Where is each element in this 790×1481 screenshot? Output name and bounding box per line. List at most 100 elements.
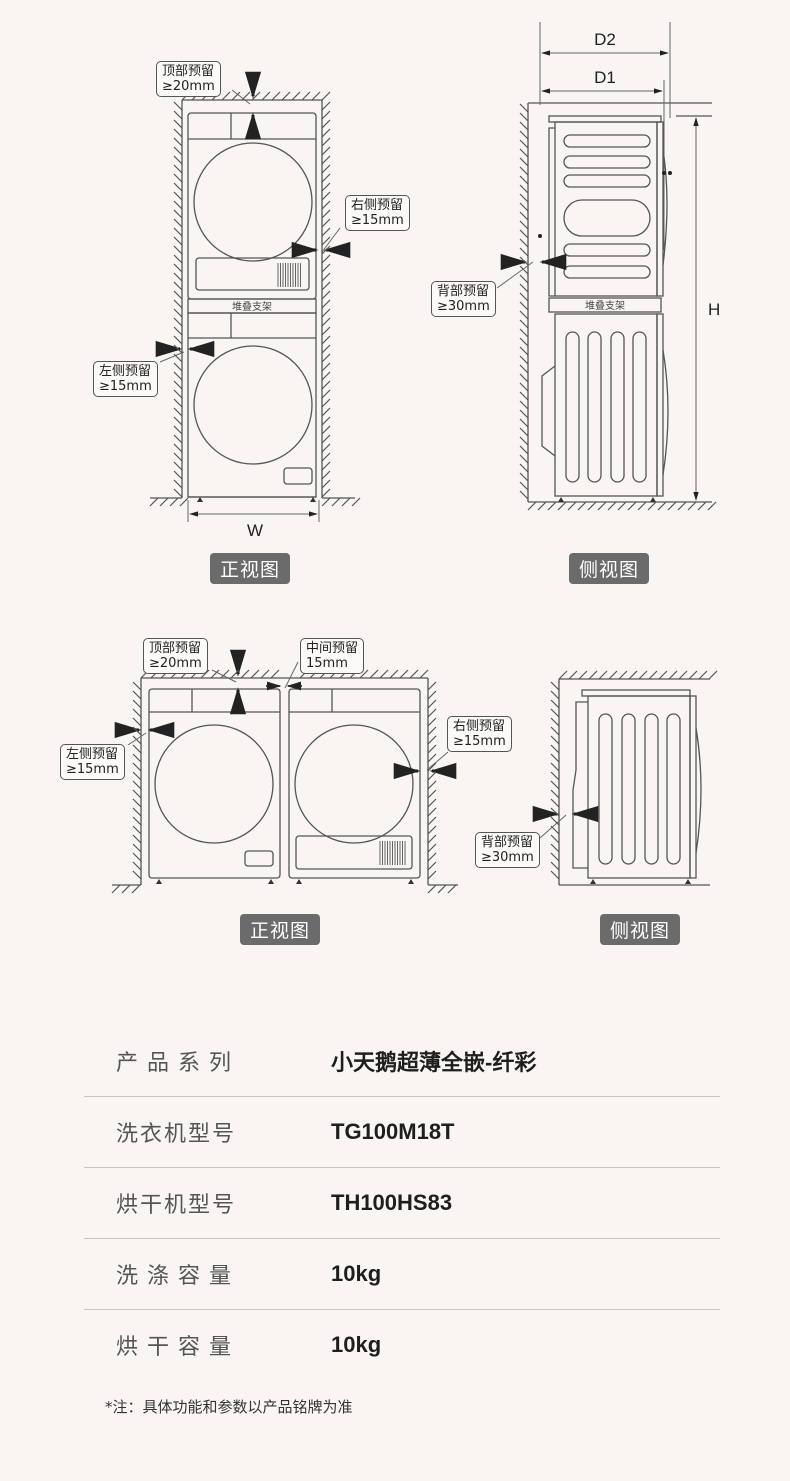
hatch-line [321,416,331,426]
hatch-line [519,355,529,365]
hatch-line [427,870,437,880]
hatch-line [132,681,142,691]
hatch-line [221,91,231,101]
hatch-line [331,497,341,507]
hatch-line [173,101,183,111]
hatch-line [132,726,142,736]
hatch-line [550,780,560,790]
hatch-line [149,497,159,507]
callout-title: 左侧预留 [66,747,119,762]
hatch-line [173,200,183,210]
hatch-line [159,497,169,507]
hatch-line [132,753,142,763]
hatch-line [321,263,331,273]
hatch-line [321,317,331,327]
hatch-line [519,274,529,284]
hatch-line [519,409,529,419]
hatch-line [667,501,677,511]
hatch-line [271,91,281,101]
hatch-line [321,128,331,138]
hatch-line [587,501,597,511]
hatch-line [519,193,529,203]
hatch-line [608,670,618,680]
hatch-line [321,227,331,237]
hatch-line [321,326,331,336]
hatch-line [173,434,183,444]
hatch-line [598,670,608,680]
hatch-line [321,470,331,480]
hatch-line [131,884,141,894]
callout-title: 中间预留 [306,641,359,656]
hatch-line [550,852,560,862]
hatch-line [173,164,183,174]
hatch-line [321,182,331,192]
hatch-line [519,130,529,140]
hatch-line [132,798,142,808]
hatch-line [519,256,529,266]
back-clearance-callout: 背部预留 ≥30mm [431,281,496,317]
depth-d1-label: D1 [594,68,616,87]
hatch-line [173,191,183,201]
hatch-line [607,501,617,511]
hatch-line [597,501,607,511]
top-clearance-callout-2: 顶部预留 ≥20mm [143,638,208,674]
hatch-line [321,371,331,381]
back-clearance-callout-2: 背部预留 ≥30mm [475,832,540,868]
hatch-line [519,481,529,491]
hatch-line [519,346,529,356]
clearance-arrows [155,71,351,363]
hatch-line [519,472,529,482]
hatch-line [321,218,331,228]
hatch-line [173,479,183,489]
hatch-line [321,245,331,255]
hatch-line [351,497,361,507]
stacking-shelf-label: 堆叠支架 [232,301,272,313]
hatch-line [678,670,688,680]
stacking-shelf-label-side: 堆叠支架 [585,300,625,312]
hatch-line [389,669,399,679]
hatch-line [519,202,529,212]
hatch-line [321,362,331,372]
hatch-line [577,501,587,511]
hatch-line [321,380,331,390]
hatch-line [427,735,437,745]
washer-front [187,312,317,502]
side-view-caption: 侧视图 [569,553,650,584]
depth-d2-label: D2 [594,30,616,49]
hatch-line [169,497,179,507]
hatch-line [173,308,183,318]
dryer-side [538,115,672,297]
dryer-front [187,112,317,300]
hatch-line [132,834,142,844]
hatch-line [321,254,331,264]
hatch-line [550,798,560,808]
hatch-line [698,670,708,680]
hatch-line [240,669,250,679]
spec-value: 10kg [331,1332,382,1357]
callout-value: ≥15mm [99,379,152,394]
hatch-line [519,454,529,464]
hatch-line [321,299,331,309]
hatch-line [173,398,183,408]
hatch-line [550,825,560,835]
hatch-line [550,834,560,844]
hatch-line [427,690,437,700]
hatch-line [173,461,183,471]
hatch-line [173,407,183,417]
hatch-line [519,220,529,230]
hatch-line [173,335,183,345]
hatch-line [321,308,331,318]
hatch-line [321,155,331,165]
right-clearance-callout-2: 右侧预留 ≥15mm [447,716,512,752]
hatch-line [220,669,230,679]
hatch-line [173,137,183,147]
hatch-line [261,91,271,101]
hatch-line [132,771,142,781]
spec-value: 小天鹅超薄全嵌-纤彩 [331,1050,537,1075]
hatch-line [697,501,707,511]
hatch-line [578,670,588,680]
hatch-line [173,227,183,237]
hatch-line [638,670,648,680]
hatch-line [173,155,183,165]
hatch-line [321,281,331,291]
